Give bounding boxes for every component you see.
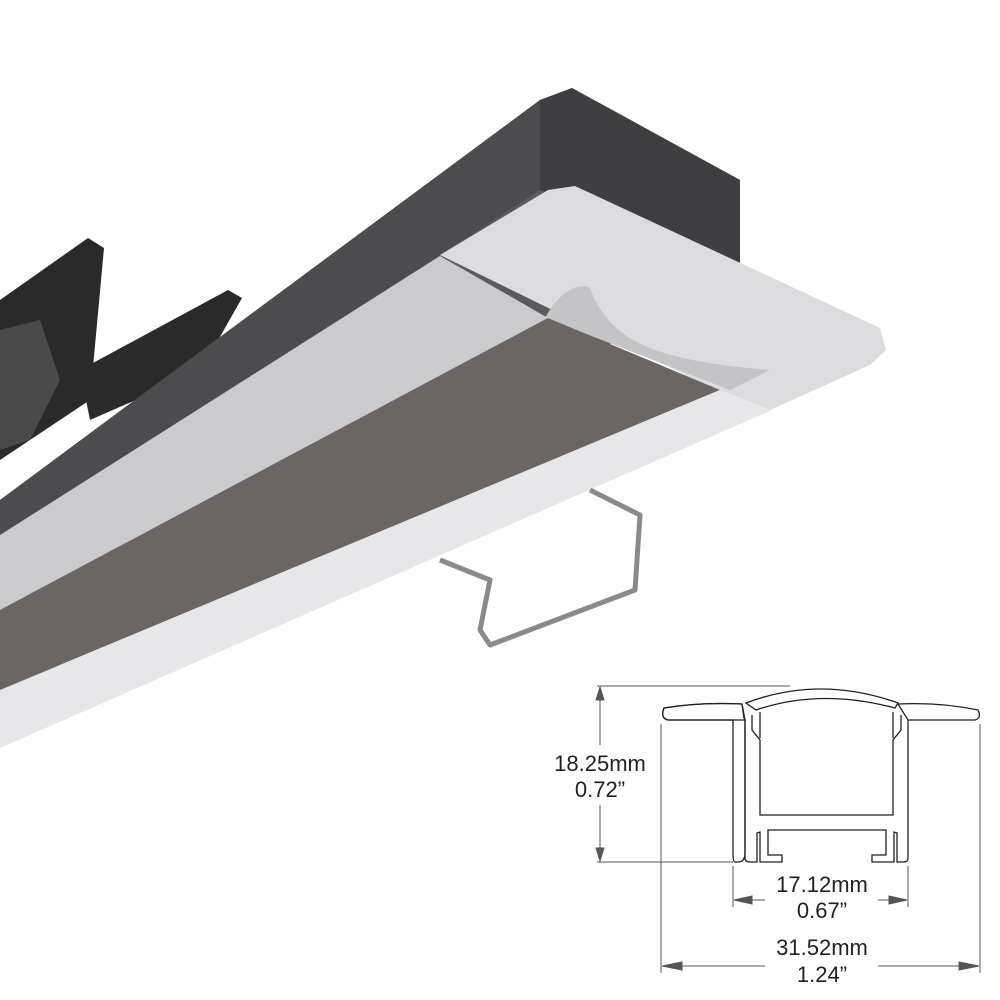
mounting-clip	[0, 238, 242, 460]
overall-width-inch-label: 1.24”	[797, 962, 847, 987]
profile-cross-section	[662, 688, 981, 863]
flange-lower	[0, 390, 772, 748]
overall-width-mm-label: 31.52mm	[776, 935, 868, 960]
height-mm-label: 18.25mm	[554, 751, 646, 776]
diffuser	[0, 318, 720, 690]
height-inch-label: 0.72”	[575, 777, 625, 802]
inner-width-mm-label: 17.12mm	[776, 872, 868, 897]
inner-width-inch-label: 0.67”	[797, 898, 847, 923]
wire-bracket	[439, 487, 643, 648]
end-cap-lens	[545, 286, 770, 390]
housing-top-face	[0, 100, 540, 540]
end-cap	[440, 186, 886, 410]
housing-side	[540, 88, 740, 265]
dimension-lines	[595, 685, 981, 973]
flange-upper	[0, 256, 548, 610]
